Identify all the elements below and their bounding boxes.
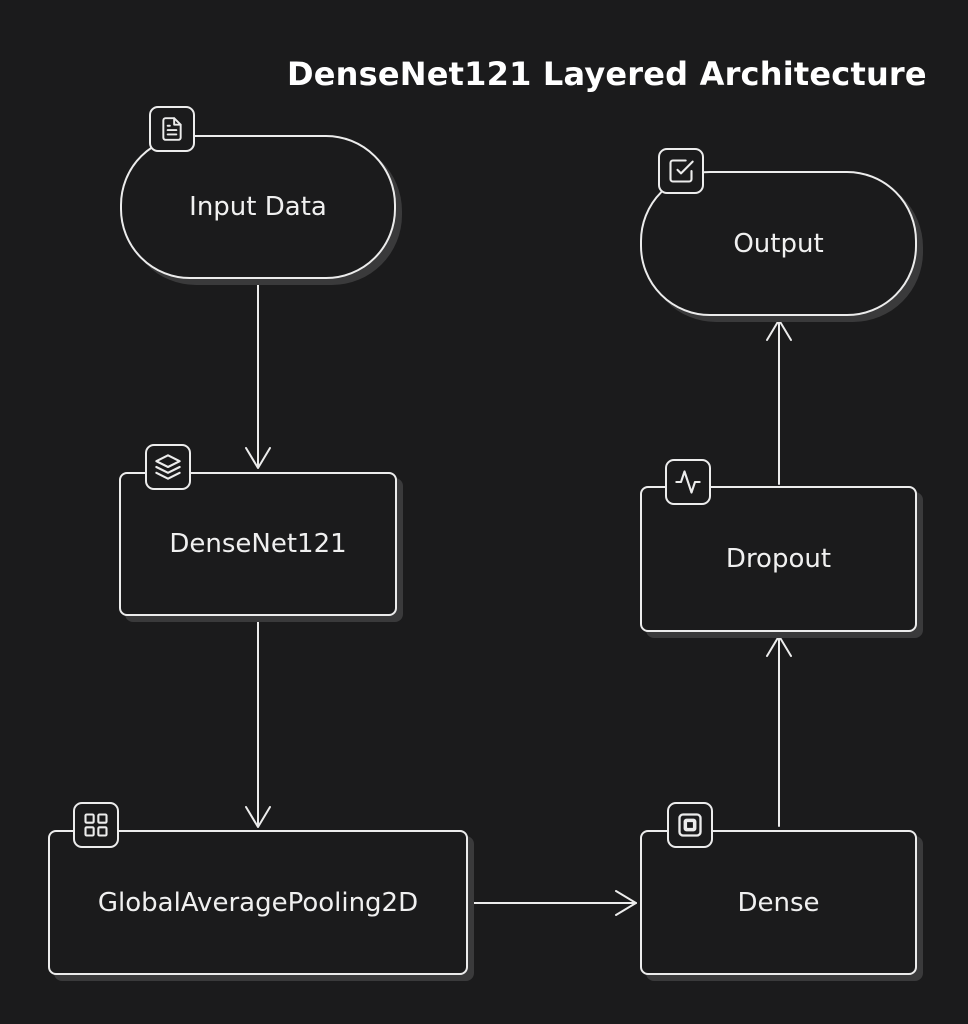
edge-gap-to-dense [471, 890, 637, 916]
node-output-label: Output [733, 228, 824, 259]
edge-dropout-to-output [766, 319, 792, 485]
node-dense-label: Dense [737, 887, 820, 918]
node-global-average-pooling-2d-label: GlobalAveragePooling2D [97, 887, 419, 918]
check-square-icon [658, 148, 704, 194]
node-input-data[interactable]: Input Data [120, 135, 396, 279]
node-dropout[interactable]: Dropout [640, 486, 917, 632]
node-dropout-label: Dropout [725, 544, 832, 574]
activity-icon [665, 459, 711, 505]
file-text-icon [149, 106, 195, 152]
edge-input-to-densenet [245, 281, 271, 469]
node-output[interactable]: Output [640, 171, 917, 316]
node-densenet121-label: DenseNet121 [169, 529, 347, 559]
node-global-average-pooling-2d[interactable]: GlobalAveragePooling2D [48, 830, 468, 975]
grid-icon [73, 802, 119, 848]
node-densenet121[interactable]: DenseNet121 [119, 472, 397, 616]
edge-dense-to-dropout [766, 635, 792, 827]
node-input-data-label: Input Data [189, 192, 327, 222]
edge-densenet-to-gap [245, 619, 271, 828]
layers-icon [145, 444, 191, 490]
square-icon [667, 802, 713, 848]
node-dense[interactable]: Dense [640, 830, 917, 975]
diagram-title: DenseNet121 Layered Architecture [287, 55, 927, 93]
